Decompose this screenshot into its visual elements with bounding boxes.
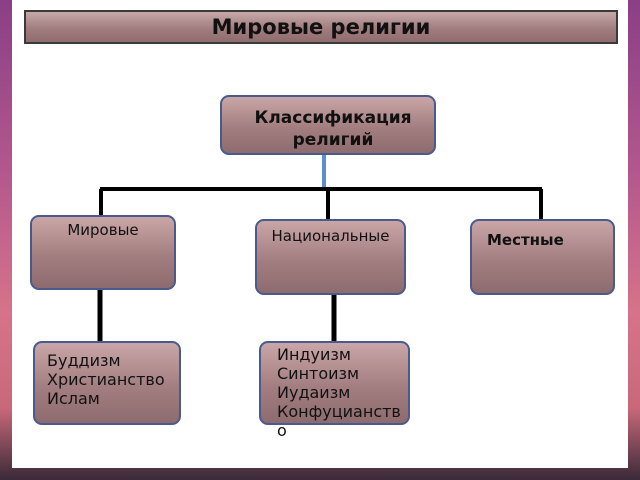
example-national-item: Синтоизм [277, 364, 360, 383]
example-national-item: Индуизм [277, 345, 351, 364]
example-national-item: Конфуцианство [277, 402, 401, 440]
root-box: Классификация религий [220, 95, 436, 155]
example-world-item: Буддизм [47, 351, 121, 370]
example-world-item: Христианство [47, 370, 165, 389]
example-world-item: Ислам [47, 389, 100, 408]
slide: Мировые религии Классификация религий Ми… [12, 0, 628, 468]
examples-world: Буддизм Христианство Ислам [33, 341, 181, 425]
category-national-label: Национальные [271, 227, 390, 245]
category-world: Мировые [30, 215, 176, 290]
category-national: Национальные [255, 219, 406, 295]
slide-title: Мировые религии [24, 10, 618, 44]
root-label: Классификация религий [254, 108, 412, 150]
category-local-label: Местные [487, 231, 564, 249]
connector-lines [97, 155, 543, 341]
examples-national: Индуизм Синтоизм Иудаизм Конфуцианство [259, 341, 410, 440]
category-world-label: Мировые [67, 221, 139, 239]
example-national-item: Иудаизм [277, 383, 351, 402]
category-local: Местные [470, 219, 615, 295]
